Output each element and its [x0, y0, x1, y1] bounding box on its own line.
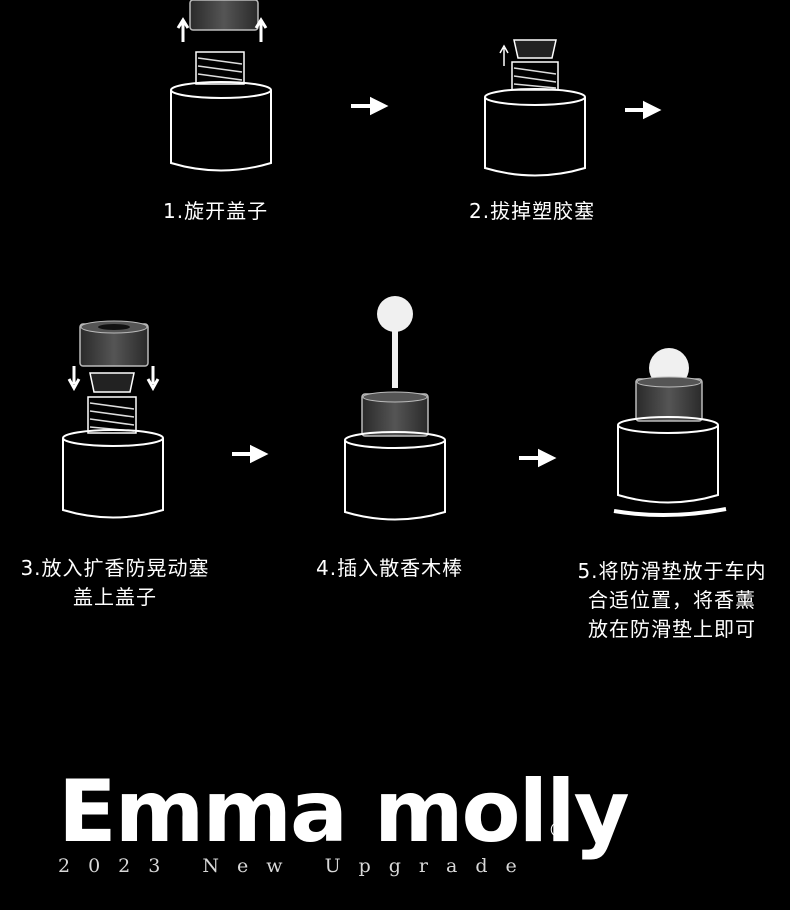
- step4-caption: 4.插入散香木棒: [316, 554, 463, 583]
- arrow-down-icon: [69, 366, 79, 388]
- brand-logo: Emma molly: [58, 762, 628, 862]
- step1-illustration: [171, 0, 271, 171]
- arrow-right-icon: [519, 452, 552, 464]
- bottle-icon: [171, 82, 271, 171]
- bottle-icon: [63, 430, 163, 518]
- registered-mark: ®: [548, 818, 568, 842]
- step5-caption-line1: 5.将防滑垫放于车内: [566, 557, 778, 586]
- arrow-right-icon: [625, 104, 657, 116]
- arrow-down-icon: [148, 366, 158, 388]
- step3-caption-line2: 盖上盖子: [10, 583, 220, 612]
- arrow-up-icon: [500, 46, 508, 66]
- reed-stick-icon: [377, 296, 413, 388]
- step5-caption-line3: 放在防滑垫上即可: [566, 615, 778, 644]
- step3-caption-line1: 3.放入扩香防晃动塞: [10, 554, 220, 583]
- cap-icon: [636, 377, 702, 421]
- step5-caption: 5.将防滑垫放于车内 合适位置，将香薰 放在防滑垫上即可: [566, 557, 778, 644]
- bottle-icon: [485, 89, 585, 176]
- arrow-right-icon: [351, 100, 384, 112]
- arrow-up-icon: [178, 20, 188, 42]
- plug-icon: [90, 373, 134, 392]
- bottle-icon: [345, 432, 445, 520]
- plug-icon: [514, 40, 556, 58]
- bottle-icon: [618, 417, 718, 503]
- cap-icon: [80, 321, 148, 366]
- cap-icon: [362, 392, 428, 436]
- arrow-right-icon: [232, 448, 264, 460]
- step1-caption: 1.旋开盖子: [163, 197, 268, 226]
- arrow-up-icon: [256, 20, 266, 42]
- brand-tagline: 2023 New Upgrade: [58, 855, 535, 877]
- cap-icon: [190, 0, 258, 30]
- step2-illustration: [485, 40, 585, 176]
- step2-caption: 2.拔掉塑胶塞: [469, 197, 595, 226]
- step4-illustration: [345, 296, 445, 520]
- step3-caption: 3.放入扩香防晃动塞 盖上盖子: [10, 554, 220, 612]
- anti-slip-mat-icon: [614, 509, 726, 515]
- step5-illustration: [614, 348, 726, 515]
- step3-illustration: [63, 321, 163, 518]
- step5-caption-line2: 合适位置，将香薰: [566, 586, 778, 615]
